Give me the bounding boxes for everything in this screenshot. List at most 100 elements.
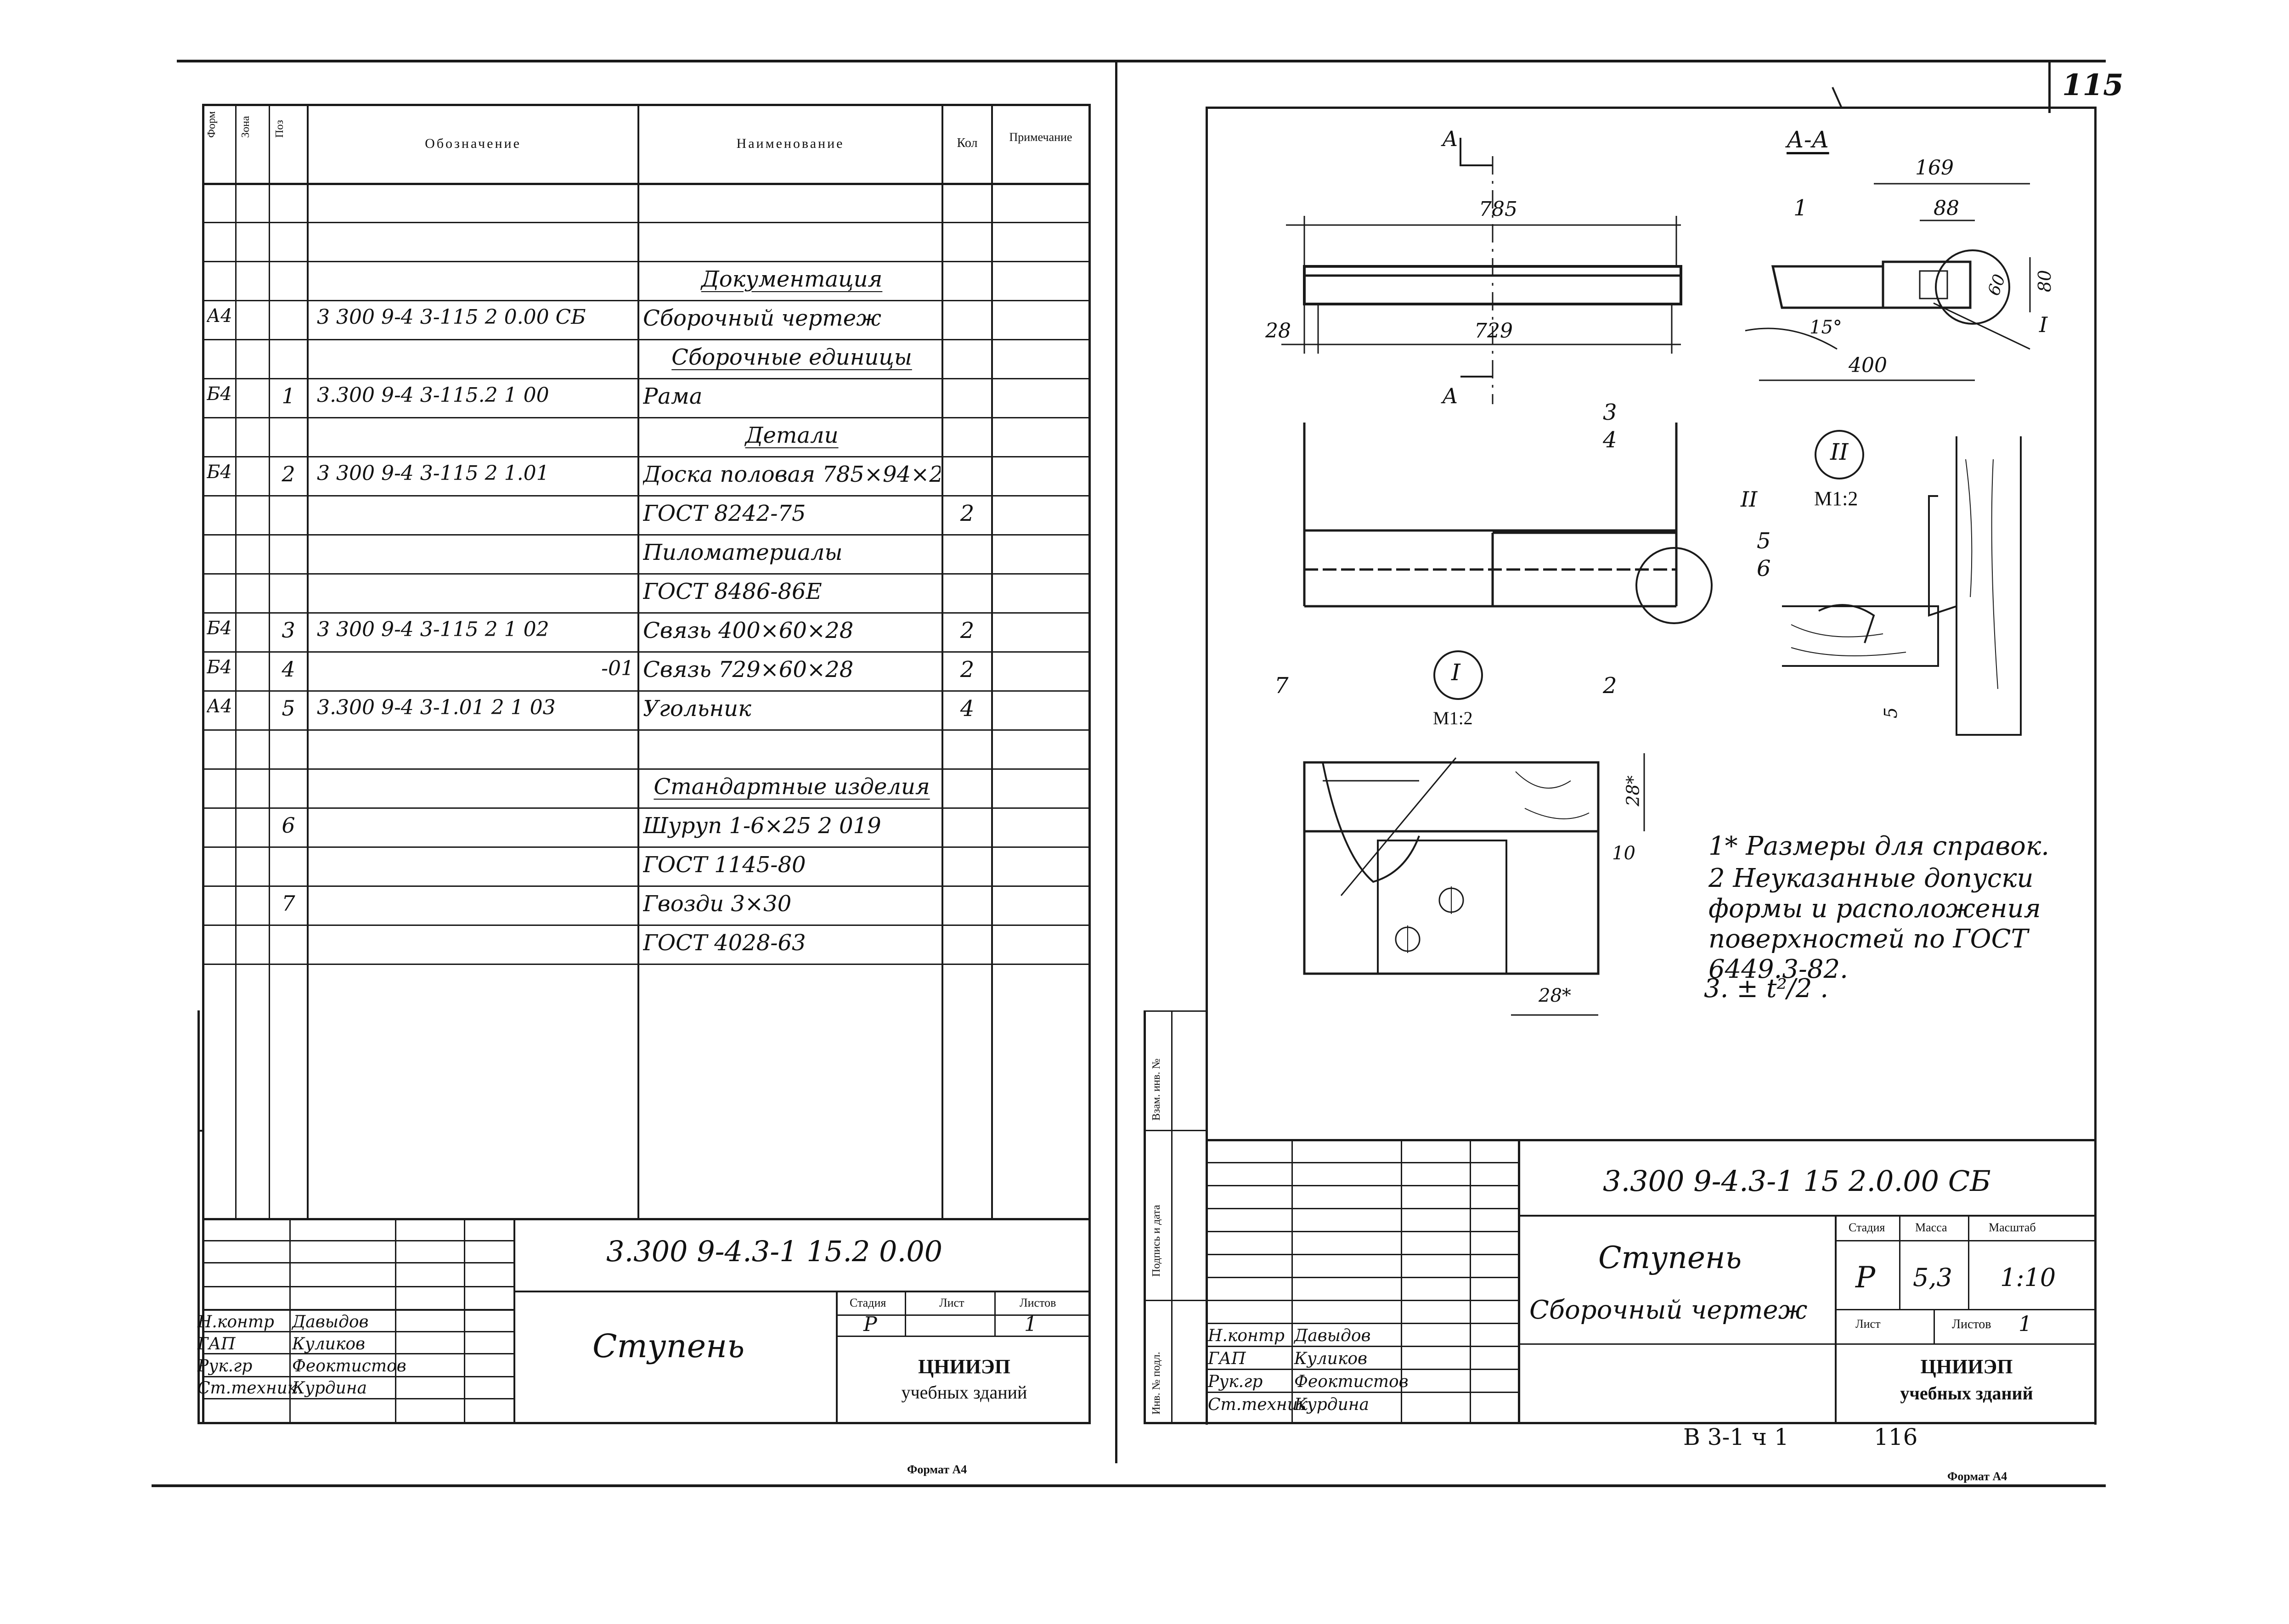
spec-row-line xyxy=(202,885,1091,887)
section-marker-bottom: А xyxy=(1442,383,1458,408)
drawing-org: ЦНИИЭП xyxy=(1920,1355,2013,1378)
signature-name: Давыдов xyxy=(1294,1326,1371,1345)
spec-row-line xyxy=(202,768,1091,770)
spec-row-line xyxy=(202,612,1091,614)
drawing-stage: Р xyxy=(1855,1261,1876,1295)
spec-cell-designation: 3.300 9-4 3-1.01 2 1 03 xyxy=(317,696,556,719)
drawing-mass-label: Масса xyxy=(1915,1221,1947,1234)
note-2: 2 Неуказанные допуски формы и расположен… xyxy=(1708,863,2041,984)
drawing-org-sub: учебных зданий xyxy=(1900,1383,2033,1404)
detail-1-label: I xyxy=(1451,659,1460,686)
fold-line xyxy=(1115,62,1117,1463)
spec-cell-name: Пиломатериалы xyxy=(643,540,843,565)
leader-7: 7 xyxy=(1274,673,1289,699)
dim-80: 80 xyxy=(2035,270,2055,293)
signature-name: Феоктистов xyxy=(1294,1372,1409,1391)
spec-sheets-label: Листов xyxy=(1020,1296,1056,1309)
spec-row-line xyxy=(202,339,1091,340)
spec-code: 3.300 9-4.3-1 15.2 0.00 xyxy=(606,1235,943,1268)
header-note: Примечание xyxy=(1009,130,1072,144)
spec-row-line xyxy=(202,690,1091,692)
bottom-edge-line xyxy=(152,1484,2106,1487)
dim-10: 10 xyxy=(1612,843,1635,864)
page-number: 115 xyxy=(2062,68,2124,102)
spec-cell-designation: 3 300 9-4 3-115 2 1 02 xyxy=(317,618,549,641)
signature-name: Курдина xyxy=(292,1379,367,1398)
dim-729: 729 xyxy=(1474,319,1513,343)
drawing-code: 3.300 9-4.3-1 15 2.0.00 СБ xyxy=(1603,1164,1991,1198)
dim-400: 400 xyxy=(1849,354,1887,377)
drawing-sheets: 1 xyxy=(2018,1311,2032,1336)
spec-row-line xyxy=(202,534,1091,536)
leader-3: 3 xyxy=(1603,400,1617,425)
spec-cell-format: Б4 xyxy=(207,462,232,483)
signature-role: ГАП xyxy=(1208,1349,1246,1368)
top-edge-line xyxy=(177,60,2106,62)
dim-5: 5 xyxy=(1881,707,1901,719)
dim-88: 88 xyxy=(1934,197,1959,220)
spec-org: ЦНИИЭП xyxy=(918,1355,1010,1378)
signature-name: Куликов xyxy=(1294,1349,1367,1368)
spec-row-line xyxy=(202,456,1091,457)
spec-sheet-label: Лист xyxy=(939,1296,964,1309)
spec-cell-name: Сборочные единицы xyxy=(671,344,912,370)
spec-cell-name: Стандартные изделия xyxy=(654,774,930,800)
signature-role: ГАП xyxy=(197,1335,236,1353)
spec-row-line xyxy=(202,729,1091,731)
header-qty: Кол xyxy=(957,136,978,150)
drawing-format-label: Формат А4 xyxy=(1947,1470,2007,1483)
signature-role: Н.контр xyxy=(197,1313,274,1331)
section-marker-top: А xyxy=(1442,126,1458,151)
header-name: Наименование xyxy=(736,136,845,151)
spec-cell-designation: 3 300 9-4 3-115 2 1.01 xyxy=(317,462,549,485)
leader-2: 2 xyxy=(1603,673,1617,699)
spec-title: Ступень xyxy=(592,1327,745,1365)
spec-cell-qty: 2 xyxy=(960,618,975,643)
spec-sheet: 1 xyxy=(1024,1313,1037,1336)
spec-cell-qty: 4 xyxy=(960,696,975,722)
drawing-stage-label: Стадия xyxy=(1849,1221,1885,1234)
header-designation: Обозначение xyxy=(425,136,521,151)
drawing-sheets-label: Листов xyxy=(1952,1317,1991,1331)
spec-row-line xyxy=(202,183,1091,184)
spec-cell-pos: 5 xyxy=(282,696,295,721)
spec-cell-format: Б4 xyxy=(207,618,232,639)
drawing-subtitle: Сборочный чертеж xyxy=(1529,1295,1808,1325)
spec-row-line xyxy=(202,925,1091,926)
note-3: 3. ± t²/2 . xyxy=(1704,974,1829,1004)
dim-28: 28 xyxy=(1265,319,1291,343)
spec-cell-format: Б4 xyxy=(207,383,232,405)
section-title: А-А xyxy=(1787,126,1829,153)
spec-row-line xyxy=(202,807,1091,809)
spec-cell-name: Рама xyxy=(643,383,703,409)
spec-cell-qty: 2 xyxy=(960,657,975,682)
spec-cell-pos: 4 xyxy=(282,657,295,682)
detail-1-scale: М1:2 xyxy=(1433,708,1473,728)
page-number-box xyxy=(2048,62,2051,113)
signature-role: Н.контр xyxy=(1208,1326,1285,1345)
spec-cell-name: Детали xyxy=(745,423,839,448)
spec-cell-name: Связь 400×60×28 xyxy=(643,618,854,643)
signature-role: Рук.гр xyxy=(197,1357,253,1376)
dim-28-star-vertical: 28* xyxy=(1623,775,1643,806)
spec-cell-name: Шуруп 1-6×25 2 019 xyxy=(643,813,881,839)
spec-cell-designation: 3 300 9-4 3-115 2 0.00 СБ xyxy=(317,305,586,329)
spec-cell-qty: 2 xyxy=(960,501,975,526)
spec-cell-designation: -01 xyxy=(601,657,634,680)
spec-cell-pos: 1 xyxy=(282,383,295,408)
spec-cell-name: ГОСТ 8242-75 xyxy=(643,501,806,526)
spec-cell-format: Б4 xyxy=(207,657,232,678)
leader-5: 5 xyxy=(1757,528,1771,554)
spec-cell-name: ГОСТ 8486-86Е xyxy=(643,579,822,604)
spec-row-line xyxy=(202,846,1091,848)
spec-row-line xyxy=(202,378,1091,379)
spec-format-label: Формат А4 xyxy=(907,1463,967,1476)
spec-row-line xyxy=(202,417,1091,418)
spec-cell-pos: 2 xyxy=(282,462,295,486)
spec-org-sub: учебных зданий xyxy=(901,1382,1027,1403)
spec-row-line xyxy=(202,300,1091,301)
drawing-scale: 1:10 xyxy=(2000,1263,2056,1292)
note-1: 1* Размеры для справок. xyxy=(1708,831,2050,861)
dim-15deg: 15° xyxy=(1810,317,1842,338)
spec-cell-name: Гвозди 3×30 xyxy=(643,891,792,917)
